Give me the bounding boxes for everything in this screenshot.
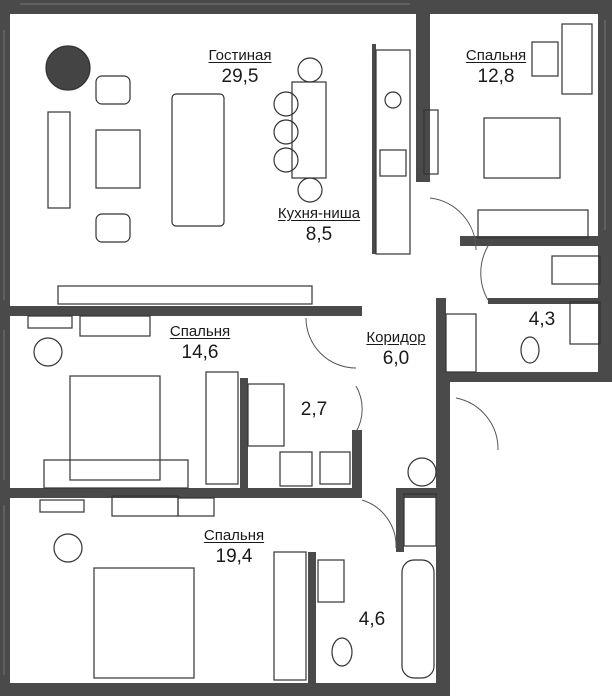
wardrobe-bedroom3 bbox=[273, 551, 307, 681]
room-area: 8,5 bbox=[305, 224, 333, 245]
lamp-bedroom3 bbox=[53, 533, 83, 563]
chair-desk bbox=[531, 41, 559, 77]
lamp-bedroom2 bbox=[33, 337, 63, 367]
room-label-bedroom2: Спальня 14,6 bbox=[150, 324, 250, 362]
room-label-bathroom1: 4,3 bbox=[512, 310, 572, 329]
room-area: 14,6 bbox=[181, 342, 219, 363]
fridge bbox=[423, 109, 439, 175]
utility-sink bbox=[319, 451, 351, 485]
bed-bedroom2 bbox=[69, 375, 161, 481]
wall-mid-right bbox=[396, 488, 438, 498]
bath2-sink bbox=[317, 559, 345, 603]
room-label-bedroom1: Спальня 12,8 bbox=[446, 48, 546, 86]
furniture bbox=[27, 23, 601, 681]
washing-machine bbox=[279, 451, 313, 487]
room-name: Кухня-ниша bbox=[277, 205, 361, 222]
bed-bedroom1 bbox=[483, 117, 561, 179]
room-name: Гостиная bbox=[208, 47, 272, 64]
chair-2 bbox=[273, 91, 299, 117]
tv-bedroom2 bbox=[79, 315, 151, 337]
room-name: Спальня bbox=[465, 47, 527, 64]
room-area: 29,5 bbox=[221, 66, 259, 87]
wall-kitchen-back bbox=[372, 44, 376, 254]
wardrobe-bedroom1 bbox=[477, 209, 589, 239]
room-label-bathroom2: 4,6 bbox=[342, 610, 402, 629]
wardrobe-corridor bbox=[445, 313, 477, 373]
outer-wall-bottom bbox=[0, 683, 438, 696]
desk-bedroom2 bbox=[27, 315, 73, 329]
stove-icon bbox=[384, 91, 402, 109]
wall-bath2-top bbox=[396, 488, 404, 552]
door-corridor-right bbox=[455, 397, 499, 451]
windows bbox=[3, 3, 606, 675]
chair-3 bbox=[273, 119, 299, 145]
wall-bath1-left bbox=[436, 298, 446, 382]
room-label-corridor: Коридор 6,0 bbox=[346, 330, 446, 368]
armchair-1 bbox=[95, 75, 131, 105]
room-area: 12,8 bbox=[477, 66, 515, 87]
chair-4 bbox=[273, 147, 299, 173]
bathtub bbox=[401, 559, 435, 679]
bed-bedroom3 bbox=[93, 567, 195, 679]
bath1-shower bbox=[569, 301, 601, 345]
tv-bedroom3 bbox=[111, 495, 179, 517]
room-area: 6,0 bbox=[382, 348, 410, 369]
room-label-storage: 2,7 bbox=[284, 400, 344, 419]
room-area: 4,3 bbox=[528, 309, 556, 330]
room-area: 4,6 bbox=[358, 609, 386, 630]
room-label-bedroom3: Спальня 19,4 bbox=[184, 528, 284, 566]
wall-bedroom-split bbox=[10, 488, 362, 498]
lamp-corridor bbox=[407, 457, 437, 487]
chair-5 bbox=[297, 177, 323, 203]
radiator-living bbox=[57, 285, 313, 305]
outer-wall-left bbox=[0, 0, 10, 696]
plant-icon bbox=[45, 45, 91, 91]
tv-stand bbox=[47, 111, 71, 209]
armchair-2 bbox=[95, 213, 131, 243]
wall-storage-right bbox=[352, 430, 362, 492]
room-area: 2,7 bbox=[300, 399, 328, 420]
room-name: Спальня bbox=[169, 323, 231, 340]
door-bedroom3 bbox=[361, 499, 397, 549]
storage-shelf bbox=[247, 383, 285, 447]
wardrobe-corridor-2 bbox=[403, 493, 437, 547]
bath2-toilet bbox=[331, 637, 353, 667]
sofa bbox=[171, 93, 225, 227]
bath1-sink bbox=[551, 255, 601, 285]
sink-kitchen bbox=[379, 149, 407, 177]
wall-living-bottom bbox=[10, 306, 362, 316]
coffee-table bbox=[95, 129, 141, 189]
wall-storage-left bbox=[240, 378, 248, 492]
chair-1 bbox=[297, 57, 323, 83]
room-area: 19,4 bbox=[215, 546, 253, 567]
wardrobe-bedroom2 bbox=[205, 371, 239, 485]
outer-wall-right-lower bbox=[436, 380, 450, 696]
outer-wall-top bbox=[0, 0, 612, 14]
kitchen-counter bbox=[375, 49, 411, 255]
wall-bedroom1-left bbox=[416, 0, 430, 182]
door-storage bbox=[355, 385, 363, 433]
radiator-bedroom3 bbox=[177, 497, 215, 517]
door-bath1 bbox=[480, 245, 489, 301]
desk bbox=[561, 23, 593, 95]
doors bbox=[305, 197, 499, 549]
wall-step-right bbox=[436, 372, 612, 382]
bed-bedroom2-base bbox=[43, 459, 189, 489]
wall-bath2-left bbox=[308, 552, 316, 683]
room-label-living: Гостиная 29,5 bbox=[190, 48, 290, 86]
door-bedroom1 bbox=[429, 197, 477, 251]
wall-bath1-top bbox=[488, 298, 612, 304]
room-label-kitchen: Кухня-ниша 8,5 bbox=[264, 206, 374, 244]
room-name: Коридор bbox=[366, 329, 426, 346]
door-bedroom2 bbox=[305, 317, 357, 369]
wall-bedroom1-bottom bbox=[460, 236, 612, 246]
room-name: Спальня bbox=[203, 527, 265, 544]
desk-bedroom3 bbox=[39, 499, 85, 513]
bath1-toilet bbox=[520, 336, 540, 364]
